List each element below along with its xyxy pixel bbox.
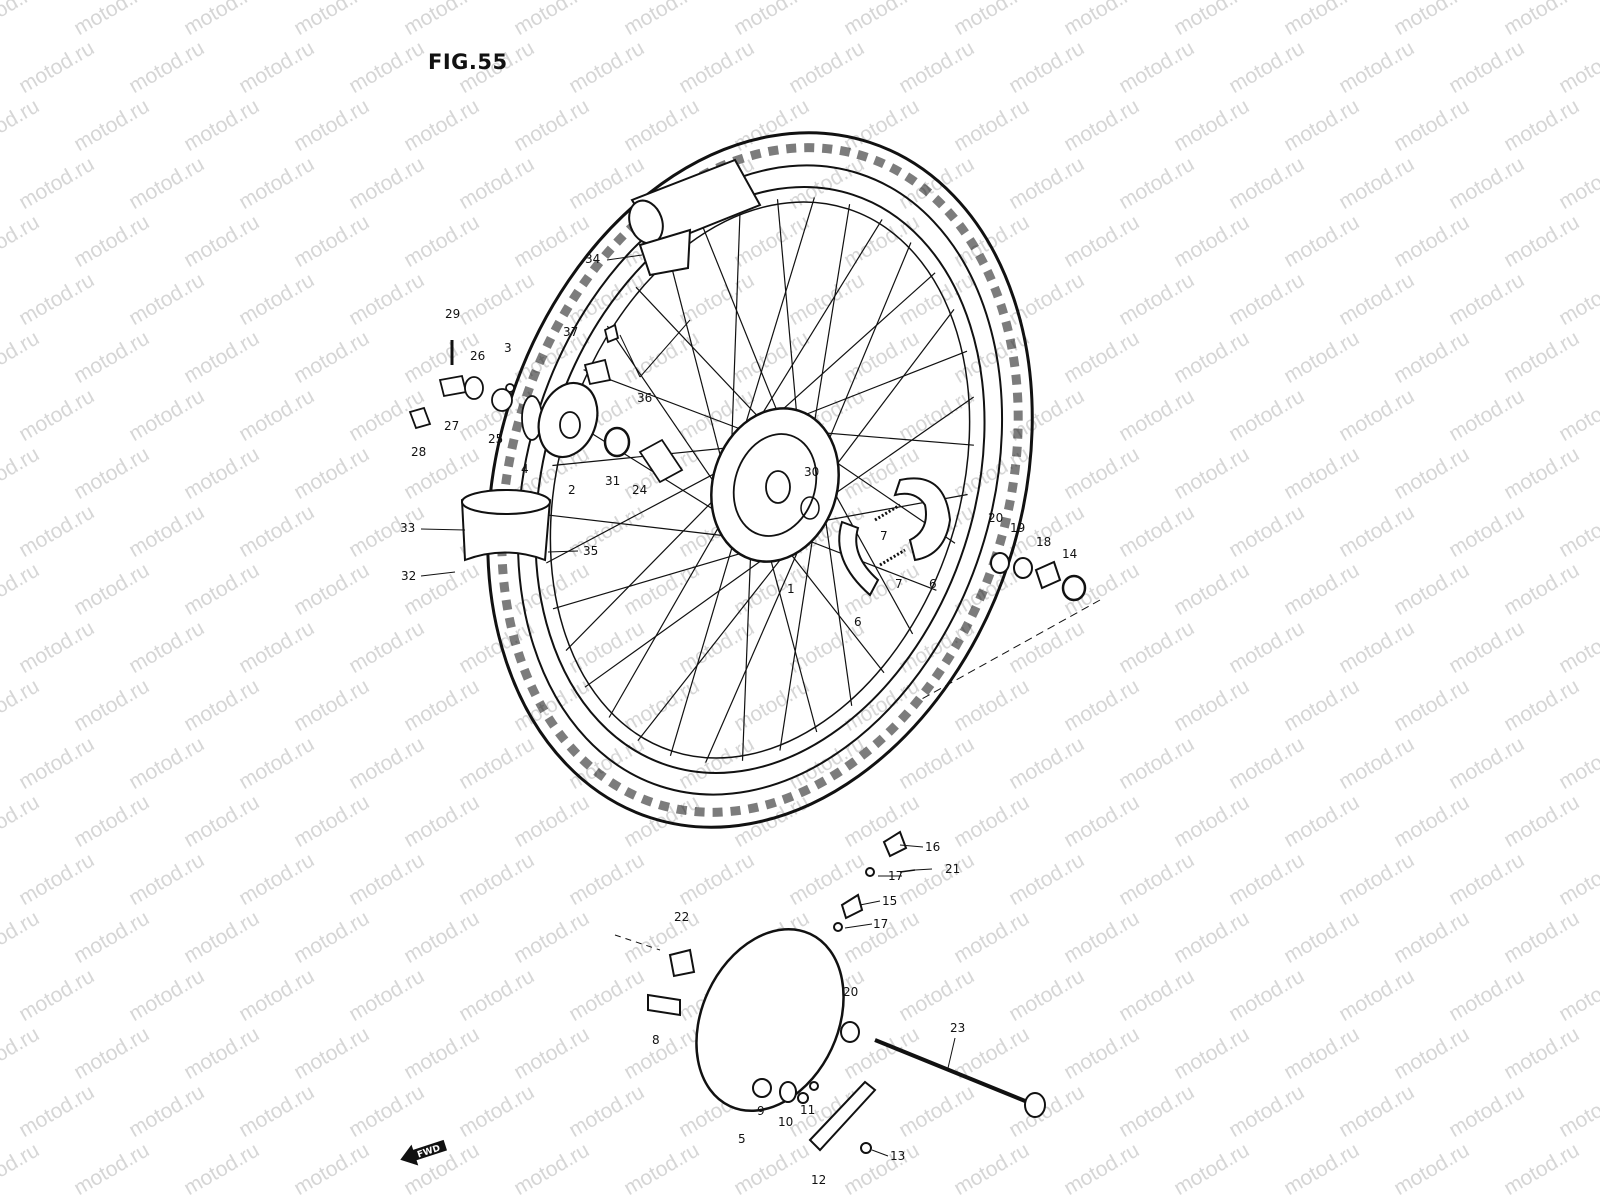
callout-3: 3 (504, 341, 512, 355)
callout-19: 19 (1010, 521, 1025, 535)
spoke (635, 286, 769, 429)
spoke (776, 199, 800, 436)
callout-labels: 1 2 3 4 5 6 6 7 7 8 9 10 11 12 13 14 15 … (400, 252, 1077, 1187)
leader-lines (420, 254, 956, 1157)
fwd-label: FWD (416, 1144, 441, 1161)
left-parts (408, 323, 684, 484)
callout-35: 35 (583, 544, 598, 558)
callout-37: 37 (563, 325, 578, 339)
callout-14: 14 (1062, 547, 1077, 561)
callout-17b: 17 (873, 917, 888, 931)
callout-34: 34 (585, 252, 600, 266)
spoke (669, 520, 741, 756)
callout-13: 13 (890, 1149, 905, 1163)
callout-21: 21 (945, 862, 960, 876)
forward-direction-marker: FWD (400, 1139, 448, 1166)
spoke (584, 538, 792, 688)
callout-1: 1 (787, 582, 795, 596)
callout-28: 28 (411, 445, 426, 459)
callout-17a: 17 (888, 869, 903, 883)
spoke (729, 209, 741, 477)
callout-18: 18 (1036, 535, 1051, 549)
spoke (734, 197, 815, 458)
spoke (765, 541, 818, 733)
spoke (546, 463, 734, 564)
wheel-assembly (486, 131, 1034, 829)
spoke (819, 309, 955, 487)
callout-20: 20 (988, 511, 1003, 525)
spoke (817, 242, 912, 467)
callout-22: 22 (674, 910, 689, 924)
callout-4: 4 (521, 462, 529, 476)
callout-26: 26 (470, 349, 485, 363)
callout-8: 8 (652, 1033, 660, 1047)
brake-shoes (838, 477, 952, 597)
callout-7b: 7 (895, 577, 903, 591)
callout-5: 5 (738, 1132, 746, 1146)
callout-10: 10 (778, 1115, 793, 1129)
callout-15: 15 (882, 894, 897, 908)
callout-9: 9 (757, 1104, 765, 1118)
spoke (565, 482, 731, 652)
spoke (796, 535, 937, 591)
callout-29: 29 (445, 307, 460, 321)
callout-6a: 6 (929, 577, 937, 591)
tube-part (628, 158, 762, 277)
callout-11: 11 (800, 1103, 815, 1117)
callout-23: 23 (950, 1021, 965, 1035)
brake-panel-parts (647, 830, 1046, 1154)
callout-27: 27 (444, 419, 459, 433)
spoke (608, 503, 733, 718)
spoke (583, 369, 754, 435)
axle-nut-set (990, 552, 1087, 602)
callout-32: 32 (401, 569, 416, 583)
callout-36: 36 (637, 391, 652, 405)
callout-30: 30 (804, 465, 819, 479)
callout-25: 25 (488, 432, 503, 446)
callout-33: 33 (400, 521, 415, 535)
tire-cutaway (460, 489, 552, 562)
spoke (816, 396, 975, 507)
callout-16: 16 (925, 840, 940, 854)
spoke (702, 227, 785, 429)
callout-7a: 7 (880, 529, 888, 543)
figure-title: FIG.55 (428, 50, 508, 74)
spoke (781, 542, 885, 674)
spoke (741, 534, 752, 761)
callout-24: 24 (632, 483, 647, 497)
spoke (809, 204, 851, 449)
callout-6b: 6 (854, 615, 862, 629)
callout-2: 2 (568, 483, 576, 497)
spoke (637, 528, 806, 741)
spoke (744, 219, 883, 442)
callout-12: 12 (811, 1173, 826, 1187)
callout-20b: 20 (843, 985, 858, 999)
callout-31: 31 (605, 474, 620, 488)
spoke (758, 272, 936, 432)
